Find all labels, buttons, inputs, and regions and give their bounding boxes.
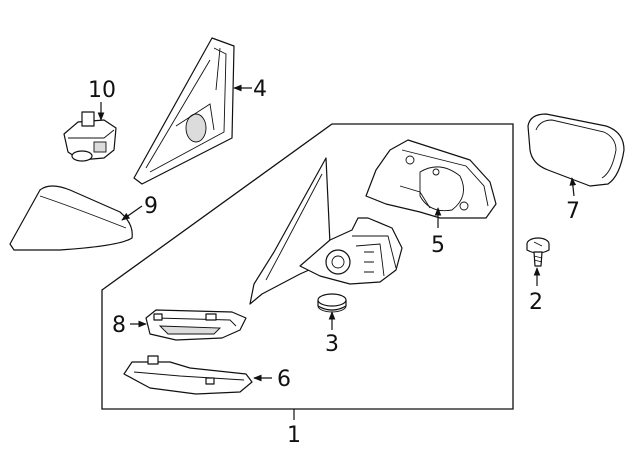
callout-2: 2 bbox=[529, 290, 543, 315]
part-6-lower-trim bbox=[123, 355, 253, 395]
callout-8: 8 bbox=[112, 313, 126, 338]
callout-9: 9 bbox=[144, 194, 158, 219]
part-10-connector bbox=[63, 111, 117, 162]
assembly-boundary bbox=[101, 123, 514, 410]
callout-5: 5 bbox=[431, 233, 445, 258]
part-2-screw bbox=[526, 237, 550, 267]
part-9-mirror-cap bbox=[9, 185, 133, 251]
part-8-signal-lamp bbox=[145, 309, 247, 341]
callout-10: 10 bbox=[88, 78, 116, 103]
callout-6: 6 bbox=[277, 367, 291, 392]
leader-lines bbox=[97, 84, 577, 420]
callout-7: 7 bbox=[566, 199, 580, 224]
callout-1: 1 bbox=[287, 423, 301, 448]
part-7-mirror-glass bbox=[527, 113, 625, 187]
mirror-base-arm bbox=[249, 157, 403, 305]
part-4-trim-panel bbox=[133, 37, 235, 185]
part-5-mirror-housing bbox=[365, 139, 497, 219]
part-3-grommet bbox=[317, 293, 347, 313]
callout-3: 3 bbox=[325, 332, 339, 357]
callout-4: 4 bbox=[253, 77, 267, 102]
